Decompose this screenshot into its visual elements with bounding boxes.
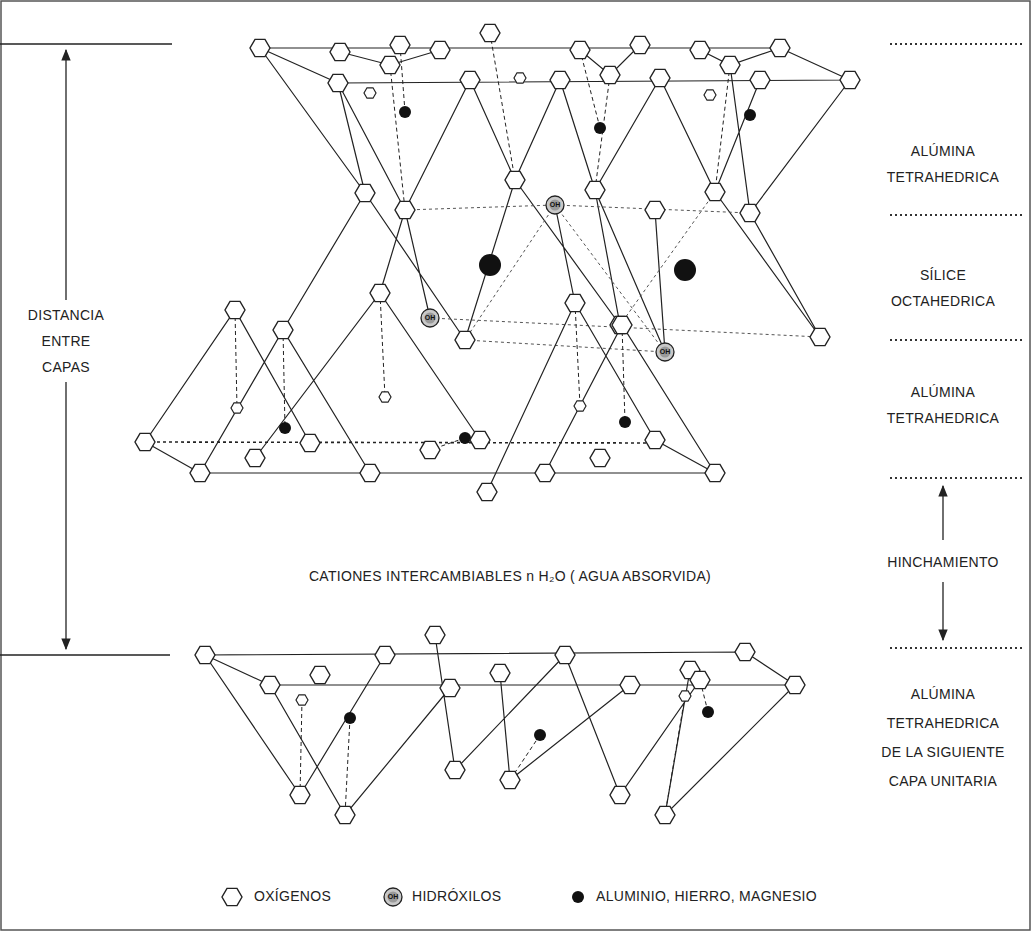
layer-label: DISTANCIA ENTRE CAPAS: [16, 300, 116, 382]
layer-label: HINCHAMIENTO: [868, 552, 1018, 572]
layer-label: ALÚMINA TETRAHEDRICA DE LA SIGUIENTE CAP…: [879, 680, 1007, 796]
legend-sample: [565, 884, 591, 910]
hydroxyl-mark: OH: [384, 888, 402, 906]
layer-label: ALÚMINA TETRAHEDRICA: [875, 379, 1011, 431]
legend-text: ALUMINIO, HIERRO, MAGNESIO: [596, 888, 817, 904]
legend-sample: [219, 884, 245, 910]
hydroxyl-mark: OH: [656, 343, 674, 361]
hydroxyl-mark: OH: [421, 309, 439, 327]
legend-text: OXÍGENOS: [254, 888, 331, 904]
legend-text: HIDRÓXILOS: [412, 888, 501, 904]
layer-label: SÍLICE OCTAHEDRICA: [875, 262, 1011, 314]
layer-label: CATIONES INTERCAMBIABLES n H₂O ( AGUA AB…: [230, 566, 790, 586]
layer-label: ALÚMINA TETRAHEDRICA: [875, 138, 1011, 190]
hydroxyl-mark: OH: [546, 196, 564, 214]
